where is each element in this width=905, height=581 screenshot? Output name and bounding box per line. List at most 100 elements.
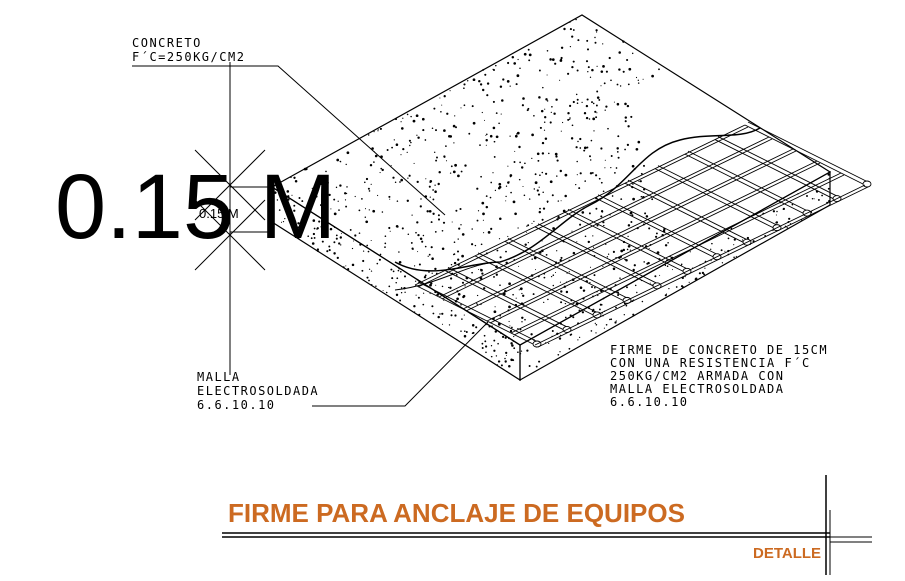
stipple-dot xyxy=(616,83,619,86)
stipple-dot xyxy=(369,163,373,167)
stipple-dot xyxy=(454,163,457,167)
stipple-dot xyxy=(618,68,621,71)
stipple-dot xyxy=(449,135,453,138)
stipple-dot xyxy=(409,144,411,147)
stipple-dot xyxy=(490,181,493,184)
stipple-dot xyxy=(361,269,364,272)
stipple-dot xyxy=(501,99,504,102)
stipple-dot xyxy=(441,312,444,315)
stipple-dot xyxy=(456,250,460,253)
dimension-tick-bottom-b xyxy=(194,199,266,271)
stipple-dot xyxy=(432,189,434,191)
stipple-dot xyxy=(559,169,563,173)
stipple-dot xyxy=(388,195,391,198)
stipple-dot xyxy=(496,364,498,365)
stipple-dot xyxy=(440,111,442,113)
stipple-dot xyxy=(596,90,599,93)
stipple-dot xyxy=(508,181,510,183)
stipple-dot xyxy=(575,18,577,21)
stipple-dot xyxy=(377,128,379,130)
stipple-dot xyxy=(581,311,585,314)
stipple-dot xyxy=(595,116,598,119)
mesh-bar xyxy=(447,267,569,328)
stipple-dot xyxy=(328,245,331,248)
stipple-dot xyxy=(590,139,593,142)
stipple-dot xyxy=(382,290,384,292)
stipple-dot xyxy=(594,36,596,39)
stipple-dot xyxy=(441,285,444,288)
stipple-dot xyxy=(651,198,654,201)
stipple-dot xyxy=(411,247,414,250)
stipple-dot xyxy=(438,170,441,174)
stipple-dot xyxy=(321,240,324,243)
stipple-dot xyxy=(365,177,369,181)
stipple-dot xyxy=(461,318,463,320)
stipple-dot xyxy=(611,195,614,197)
stipple-dot xyxy=(327,182,329,184)
stipple-dot xyxy=(656,251,660,254)
stipple-dot xyxy=(733,256,735,259)
stipple-dot xyxy=(584,235,587,238)
stipple-dot xyxy=(481,201,485,205)
thickness-label-large: 0.15 M xyxy=(55,156,336,258)
stipple-dot xyxy=(354,195,356,198)
stipple-dot xyxy=(471,105,474,108)
stipple-dot xyxy=(698,272,701,275)
stipple-dot xyxy=(345,163,347,166)
stipple-dot xyxy=(701,271,705,275)
stipple-dot xyxy=(483,334,486,337)
stipple-dot xyxy=(510,191,512,194)
stipple-dot xyxy=(538,96,541,99)
stipple-dot xyxy=(432,198,435,201)
stipple-dot xyxy=(601,211,604,213)
stipple-dot xyxy=(450,165,453,168)
stipple-dot xyxy=(494,306,496,308)
stipple-dot xyxy=(512,340,514,342)
stipple-dot xyxy=(604,159,606,161)
stipple-dot xyxy=(624,258,626,261)
stipple-dot xyxy=(339,236,343,239)
stipple-dot xyxy=(727,237,730,240)
stipple-dot xyxy=(615,306,617,309)
stipple-dot xyxy=(367,187,370,190)
stipple-dot xyxy=(358,209,361,212)
stipple-dot xyxy=(457,174,460,178)
stipple-dot xyxy=(418,263,421,266)
stipple-dot xyxy=(463,334,467,338)
stipple-dot xyxy=(463,104,466,107)
stipple-dot xyxy=(516,131,520,135)
stipple-dot xyxy=(434,267,437,271)
stipple-dot xyxy=(569,104,572,107)
stipple-dot xyxy=(602,265,604,268)
stipple-dot xyxy=(517,351,519,354)
stipple-dot xyxy=(579,147,582,149)
stipple-dot xyxy=(458,227,461,230)
stipple-dot xyxy=(672,269,673,271)
stipple-dot xyxy=(534,173,537,176)
stipple-dot xyxy=(806,195,808,197)
stipple-dot xyxy=(569,118,571,121)
stipple-dot xyxy=(627,224,631,227)
stipple-dot xyxy=(527,48,530,51)
stipple-dot xyxy=(554,152,558,156)
stipple-dot xyxy=(485,144,487,146)
stipple-dot xyxy=(578,336,581,339)
stipple-dot xyxy=(489,134,493,138)
stipple-dot xyxy=(400,292,403,294)
stipple-dot xyxy=(297,226,300,229)
stipple-dot xyxy=(551,58,555,61)
stipple-dot xyxy=(664,264,667,267)
stipple-dot xyxy=(666,265,669,267)
stipple-dot xyxy=(542,207,546,210)
stipple-dot xyxy=(374,154,378,158)
stipple-dot xyxy=(586,48,590,51)
stipple-dot xyxy=(416,278,419,281)
stipple-dot xyxy=(526,231,528,233)
stipple-dot xyxy=(518,178,521,181)
stipple-dot xyxy=(610,167,612,169)
stipple-dot xyxy=(637,79,639,81)
stipple-dot xyxy=(542,191,544,193)
stipple-dot xyxy=(560,130,562,132)
stipple-dot xyxy=(408,139,411,142)
stipple-dot xyxy=(450,263,453,266)
